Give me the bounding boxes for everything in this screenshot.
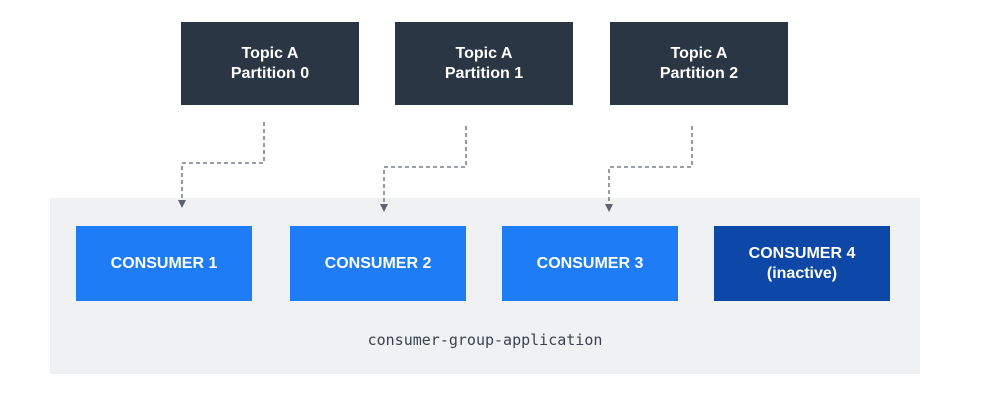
consumer-1-label: CONSUMER 1 (110, 254, 218, 272)
consumer-3-node: CONSUMER 3 (502, 226, 678, 301)
edge-partition-2-to-consumer-3 (605, 126, 693, 212)
consumer-4-node: CONSUMER 4 (inactive) (714, 226, 890, 301)
consumer-4-label: CONSUMER 4 (748, 244, 856, 262)
consumer-group-label: consumer-group-application (367, 331, 603, 349)
consumer-3-label: CONSUMER 3 (536, 254, 644, 272)
partition-0-topic: Topic A (241, 44, 299, 62)
partition-1-node: Topic A Partition 1 (395, 22, 573, 105)
consumer-1-node: CONSUMER 1 (76, 226, 252, 301)
partition-0-label: Partition 0 (230, 64, 310, 82)
partition-2-topic: Topic A (670, 44, 728, 62)
partition-2-label: Partition 2 (659, 64, 739, 82)
partition-2-node: Topic A Partition 2 (610, 22, 788, 105)
partition-1-label: Partition 1 (444, 64, 524, 82)
edge-partition-1-to-consumer-2 (380, 126, 467, 212)
consumer-2-label: CONSUMER 2 (324, 254, 432, 272)
consumer-2-node: CONSUMER 2 (290, 226, 466, 301)
consumer-4-status: (inactive) (766, 264, 838, 282)
partition-0-node: Topic A Partition 0 (181, 22, 359, 105)
edge-partition-0-to-consumer-1 (178, 122, 265, 208)
partition-1-topic: Topic A (455, 44, 513, 62)
